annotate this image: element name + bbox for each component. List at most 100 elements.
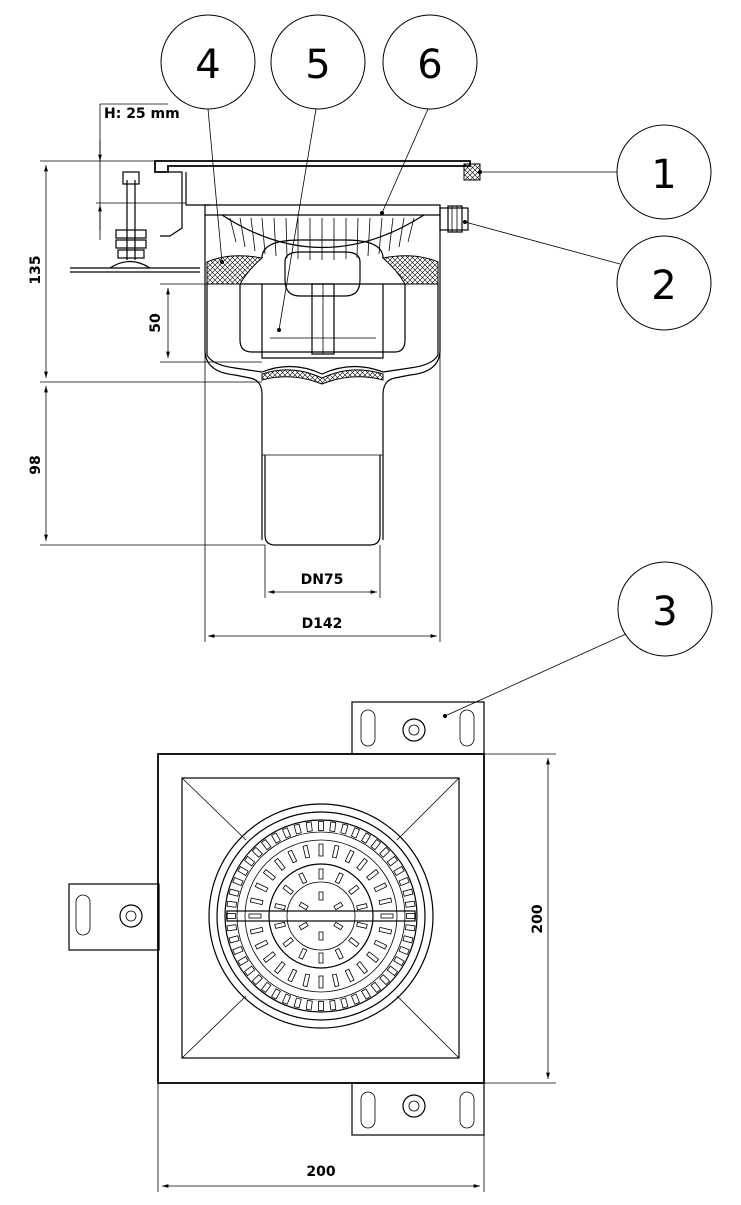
- grating-slot: [237, 956, 249, 966]
- grating-slot: [366, 868, 380, 881]
- dim-98: 98: [28, 455, 44, 474]
- svg-text:2: 2: [651, 263, 676, 309]
- grating-slot: [404, 924, 416, 932]
- section-view: [154, 160, 481, 546]
- grating-slot: [329, 999, 337, 1011]
- grating-slot: [254, 939, 269, 950]
- grating-slot: [393, 866, 405, 876]
- grating-slot: [298, 901, 309, 911]
- bracket-top: [351, 701, 485, 755]
- grating-slot: [333, 921, 344, 931]
- grating-slot: [379, 846, 391, 858]
- grating-slot: [318, 843, 324, 857]
- grating-slot: [273, 857, 286, 871]
- grating-slot: [373, 939, 388, 950]
- grating-slot: [340, 997, 349, 1009]
- grating-slot: [393, 956, 405, 966]
- grating-slot: [386, 965, 399, 977]
- svg-text:4: 4: [195, 42, 220, 88]
- dim-135: 135: [28, 255, 44, 284]
- grating-slot: [366, 951, 380, 964]
- balloon-2: 2: [616, 235, 712, 331]
- grating-slot: [356, 903, 368, 911]
- grating-slot: [293, 823, 302, 835]
- grating-slot: [248, 913, 262, 919]
- grating-slot: [273, 961, 286, 975]
- plan-dimension-lines: [157, 753, 556, 1192]
- grating-slot: [350, 993, 360, 1005]
- grating-slot: [334, 872, 344, 885]
- grating-slot: [293, 997, 302, 1009]
- grating-slot: [318, 868, 324, 880]
- balloon-5: 5: [270, 14, 366, 110]
- grating-slot: [370, 981, 382, 994]
- dimension-lines: [40, 103, 441, 642]
- grating-slot: [262, 951, 276, 964]
- grating-slot: [318, 821, 324, 831]
- grating-slot: [318, 891, 324, 901]
- grating-slot: [271, 832, 281, 844]
- grating-slot: [370, 838, 382, 851]
- grating-slot: [331, 844, 340, 859]
- balloon-3: 3: [617, 561, 713, 657]
- balloon-1: 1: [616, 124, 712, 220]
- grating-slot: [243, 965, 256, 977]
- grating-slot: [350, 827, 360, 839]
- levelling-foot: [70, 171, 200, 273]
- grating-slot: [402, 935, 414, 944]
- grating-slot: [373, 882, 388, 893]
- dim-frame-height: 200: [530, 904, 546, 933]
- grating-slot: [282, 993, 292, 1005]
- grating-slot: [318, 1001, 324, 1011]
- grating-slot: [226, 913, 236, 919]
- grating-slot: [356, 857, 369, 871]
- grating-slot: [379, 974, 391, 986]
- grating-slots: [221, 214, 425, 260]
- grating-slot: [344, 849, 355, 864]
- dim-d142: D142: [302, 616, 343, 632]
- grating-slot: [305, 999, 313, 1011]
- grating-slot: [287, 968, 298, 983]
- grating-slot: [406, 913, 416, 919]
- grating-slot: [404, 900, 416, 908]
- grating-slot: [378, 897, 393, 906]
- grating-slot: [254, 882, 269, 893]
- grating-slot: [398, 945, 410, 955]
- grating-slot: [361, 988, 371, 1000]
- bracket-left: [68, 883, 160, 951]
- grating-slot: [249, 897, 264, 906]
- grating-slot: [334, 947, 344, 960]
- grating-slot: [287, 849, 298, 864]
- grating-slot: [298, 947, 308, 960]
- dim-frame-width: 200: [306, 1164, 335, 1180]
- grating-slot: [282, 936, 294, 948]
- grating-slot: [232, 945, 244, 955]
- grating-slot: [348, 936, 360, 948]
- grating-slot: [402, 888, 414, 897]
- svg-text:5: 5: [305, 42, 330, 88]
- grating-slot: [361, 832, 371, 844]
- grating-slot: [260, 981, 272, 994]
- grating-slot: [331, 973, 340, 988]
- grating-slot: [302, 844, 311, 859]
- grating-slot: [380, 913, 394, 919]
- svg-text:3: 3: [652, 589, 677, 635]
- grating-slot: [228, 935, 240, 944]
- grating-slot: [274, 921, 286, 929]
- plan-view: [68, 701, 485, 1136]
- grating-slot: [318, 975, 324, 989]
- grating-slot: [348, 884, 360, 896]
- grating-slot: [329, 821, 337, 833]
- grating-slot: [243, 855, 256, 867]
- grating-slot: [282, 827, 292, 839]
- grating-slot: [226, 900, 238, 908]
- balloon-4: 4: [160, 14, 256, 110]
- grating-slot: [333, 901, 344, 911]
- grating-slot: [356, 921, 368, 929]
- grating-slot: [262, 868, 276, 881]
- grating-slot: [298, 921, 309, 931]
- grating-slot: [398, 877, 410, 887]
- grating-slot: [271, 988, 281, 1000]
- grating-slot: [340, 823, 349, 835]
